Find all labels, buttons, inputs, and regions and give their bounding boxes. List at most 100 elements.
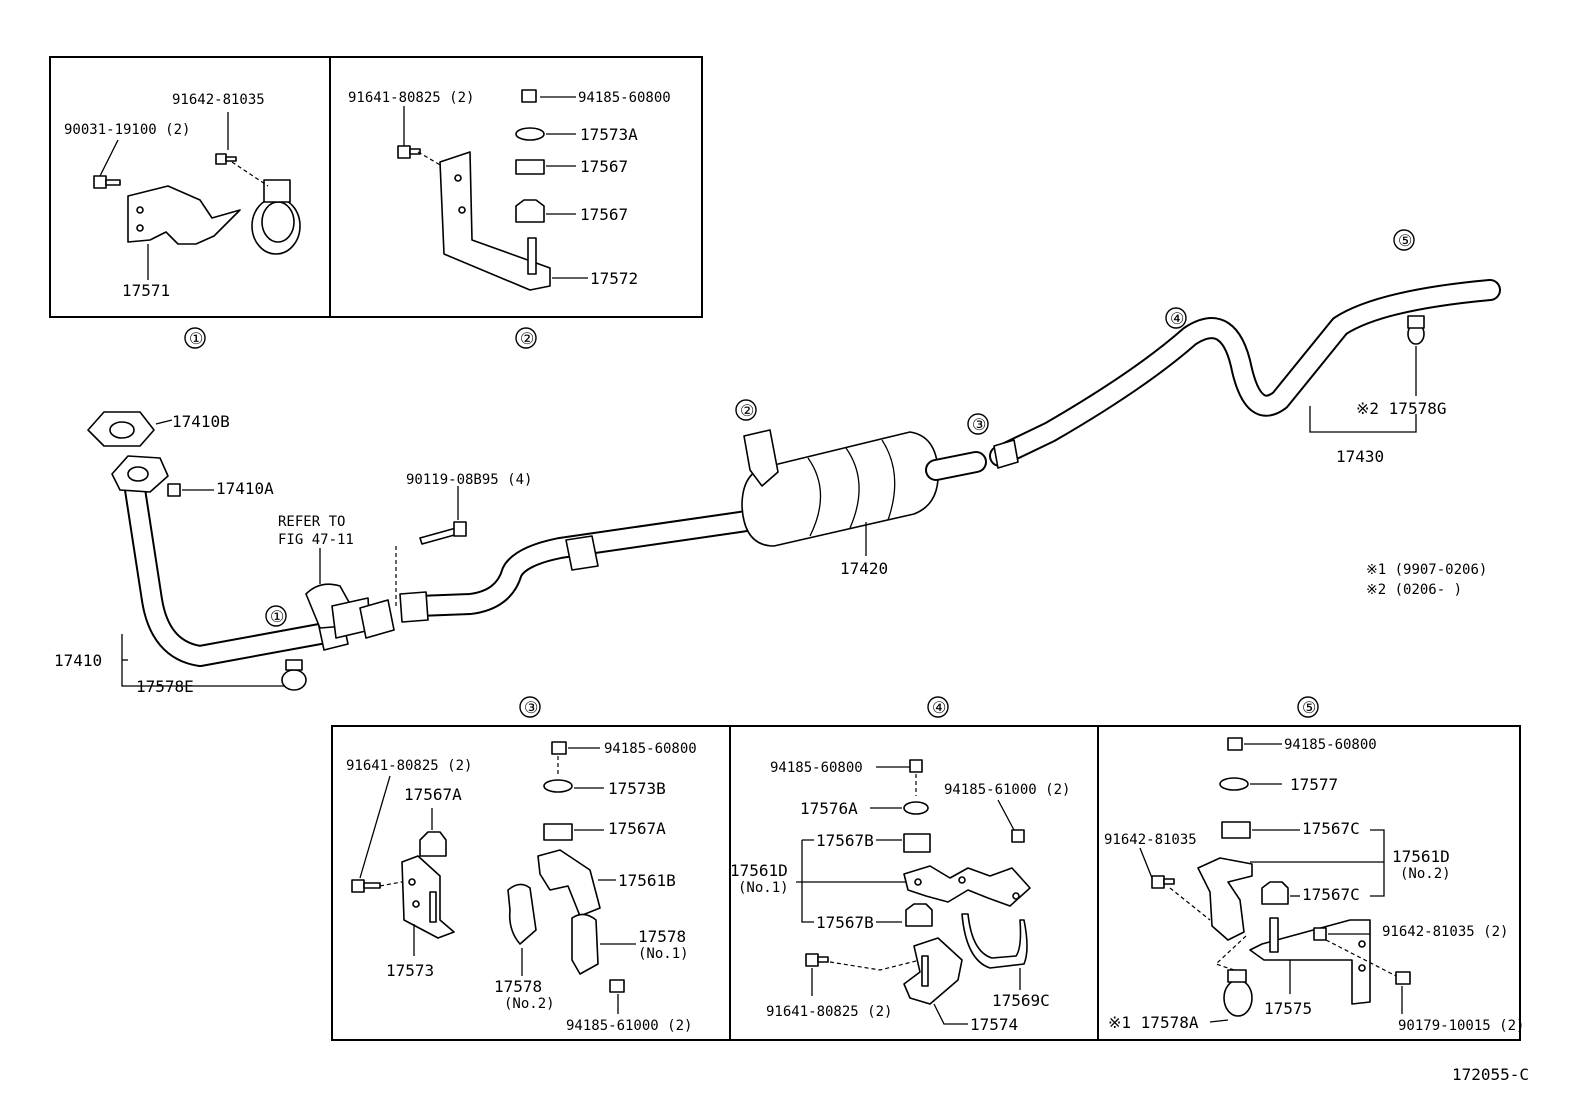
bolt-icon bbox=[215, 153, 237, 165]
nut-icon bbox=[909, 759, 923, 773]
nut-icon bbox=[167, 483, 181, 497]
mounting-bracket-17572 bbox=[439, 151, 551, 291]
svg-text:⑤: ⑤ bbox=[1302, 698, 1316, 717]
nut-icon bbox=[551, 741, 567, 755]
bracket-17561B bbox=[537, 849, 601, 917]
bracket-17573 bbox=[401, 855, 455, 939]
label-17574: 17574 bbox=[970, 1015, 1018, 1034]
label-17561D-no2: 17561D bbox=[1392, 847, 1450, 866]
note-2: ※2 (0206- ) bbox=[1366, 582, 1462, 598]
label-91641-80825: 91641-80825 (2) bbox=[348, 90, 474, 106]
detail-box-3: 91641-80825 (2) 17567A 17573 94185-60800… bbox=[331, 725, 731, 1041]
label-91642-81035: 91642-81035 bbox=[172, 92, 265, 108]
label-17567C: 17567C bbox=[1302, 885, 1360, 904]
label-91641-80825: 91641-80825 (2) bbox=[346, 758, 472, 774]
detail-box-2: 91641-80825 (2) 94185-60800 17573A 17567… bbox=[329, 56, 703, 318]
label-17578-no2: 17578 bbox=[494, 977, 542, 996]
label-17573A: 17573A bbox=[580, 125, 638, 144]
label-94185-61000: 94185-61000 (2) bbox=[944, 782, 1070, 798]
label-17578-no1: 17578 bbox=[638, 927, 686, 946]
label-17420: 17420 bbox=[840, 559, 888, 578]
main-exhaust-assembly: 17410B 17410A REFER TO FIG 47-11 ① 90119… bbox=[54, 229, 1501, 696]
callout-4-main: ④ bbox=[1165, 307, 1187, 329]
clamp-17578-no1 bbox=[571, 913, 599, 975]
label-17561B: 17561B bbox=[618, 871, 676, 890]
svg-text:④: ④ bbox=[1170, 309, 1184, 328]
label-91641-80825: 91641-80825 (2) bbox=[766, 1004, 892, 1020]
label-17573B: 17573B bbox=[608, 779, 666, 798]
rubber-cushion-icon bbox=[543, 823, 573, 841]
nut-icon bbox=[1011, 829, 1025, 843]
label-17571: 17571 bbox=[122, 281, 170, 300]
rubber-hanger-17569C bbox=[961, 913, 1028, 969]
svg-text:③: ③ bbox=[524, 698, 538, 717]
pipe-clamp-icon bbox=[281, 659, 307, 691]
pipe-joint-icon bbox=[565, 535, 599, 571]
pipe-clamp-icon bbox=[251, 179, 301, 255]
detail-box-1: 91642-81035 90031-19100 (2) 17571 bbox=[49, 56, 331, 318]
label-17575: 17575 bbox=[1264, 999, 1312, 1018]
rubber-cushion-icon bbox=[515, 199, 545, 223]
label-94185-60800: 94185-60800 bbox=[578, 90, 671, 106]
bracket-17561D-no2 bbox=[1197, 857, 1253, 941]
label-90031-19100: 90031-19100 (2) bbox=[64, 122, 190, 138]
bolt-icon bbox=[805, 953, 829, 967]
label-17410B: 17410B bbox=[172, 412, 230, 431]
pipe-clamp-icon bbox=[1223, 969, 1253, 1017]
rubber-cushion-icon bbox=[903, 833, 931, 853]
nut-icon bbox=[521, 89, 537, 103]
label-17567C: 17567C bbox=[1302, 819, 1360, 838]
label-90119-08B95: 90119-08B95 (4) bbox=[406, 472, 532, 488]
label-94185-60800: 94185-60800 bbox=[1284, 737, 1377, 753]
label-17410A: 17410A bbox=[216, 479, 274, 498]
washer-icon bbox=[515, 127, 545, 141]
label-94185-61000: 94185-61000 (2) bbox=[566, 1018, 692, 1034]
callout-3: ③ bbox=[519, 696, 541, 718]
label-17410: 17410 bbox=[54, 651, 102, 670]
label-17578G: ※2 17578G bbox=[1356, 399, 1446, 418]
label-91642-81035-2: 91642-81035 (2) bbox=[1382, 924, 1508, 940]
nut-icon bbox=[609, 979, 625, 993]
callout-2: ② bbox=[515, 327, 537, 349]
pipe-clamp-icon bbox=[1407, 315, 1425, 345]
label-17577: 17577 bbox=[1290, 775, 1338, 794]
callout-1: ① bbox=[184, 327, 206, 349]
bracket-17574 bbox=[903, 937, 963, 1005]
rubber-cushion-icon bbox=[905, 903, 933, 927]
svg-text:④: ④ bbox=[932, 698, 946, 717]
rubber-cushion-icon bbox=[1221, 821, 1251, 839]
exhaust-bracket-17571 bbox=[127, 185, 241, 245]
label-17567A: 17567A bbox=[608, 819, 666, 838]
bolt-icon bbox=[1151, 875, 1175, 889]
label-17578A: ※1 17578A bbox=[1108, 1013, 1199, 1032]
label-17561D-no1: 17561D bbox=[730, 861, 788, 880]
label-17578-no2-sub: (No.2) bbox=[504, 996, 555, 1012]
svg-text:②: ② bbox=[520, 329, 534, 348]
callout-5: ⑤ bbox=[1297, 696, 1319, 718]
rubber-cushion-icon bbox=[419, 831, 447, 857]
label-17567: 17567 bbox=[580, 205, 628, 224]
label-17430: 17430 bbox=[1336, 447, 1384, 466]
label-17576A: 17576A bbox=[800, 799, 858, 818]
label-17578E: 17578E bbox=[136, 677, 194, 696]
svg-text:③: ③ bbox=[972, 415, 986, 434]
hanger-icon bbox=[743, 429, 779, 487]
callout-2-main: ② bbox=[735, 399, 757, 421]
pipe-joint-icon bbox=[993, 439, 1019, 469]
bolt-icon bbox=[1313, 927, 1327, 941]
label-17569C: 17569C bbox=[992, 991, 1050, 1010]
label-94185-60800: 94185-60800 bbox=[604, 741, 697, 757]
label-94185-60800: 94185-60800 bbox=[770, 760, 863, 776]
label-fig-ref: FIG 47-11 bbox=[278, 532, 354, 548]
callout-1-main: ① bbox=[265, 605, 287, 627]
bracket-17561D-no1 bbox=[903, 865, 1031, 907]
rubber-cushion-icon bbox=[1261, 881, 1289, 905]
callout-5-main: ⑤ bbox=[1393, 229, 1415, 251]
label-17567: 17567 bbox=[580, 157, 628, 176]
label-17567B: 17567B bbox=[816, 831, 874, 850]
flange-icon bbox=[399, 591, 429, 623]
bracket-17575 bbox=[1249, 919, 1371, 1005]
svg-text:②: ② bbox=[740, 401, 754, 420]
clamp-17578-no2 bbox=[507, 883, 537, 945]
label-90179-10015: 90179-10015 (2) bbox=[1398, 1018, 1524, 1034]
